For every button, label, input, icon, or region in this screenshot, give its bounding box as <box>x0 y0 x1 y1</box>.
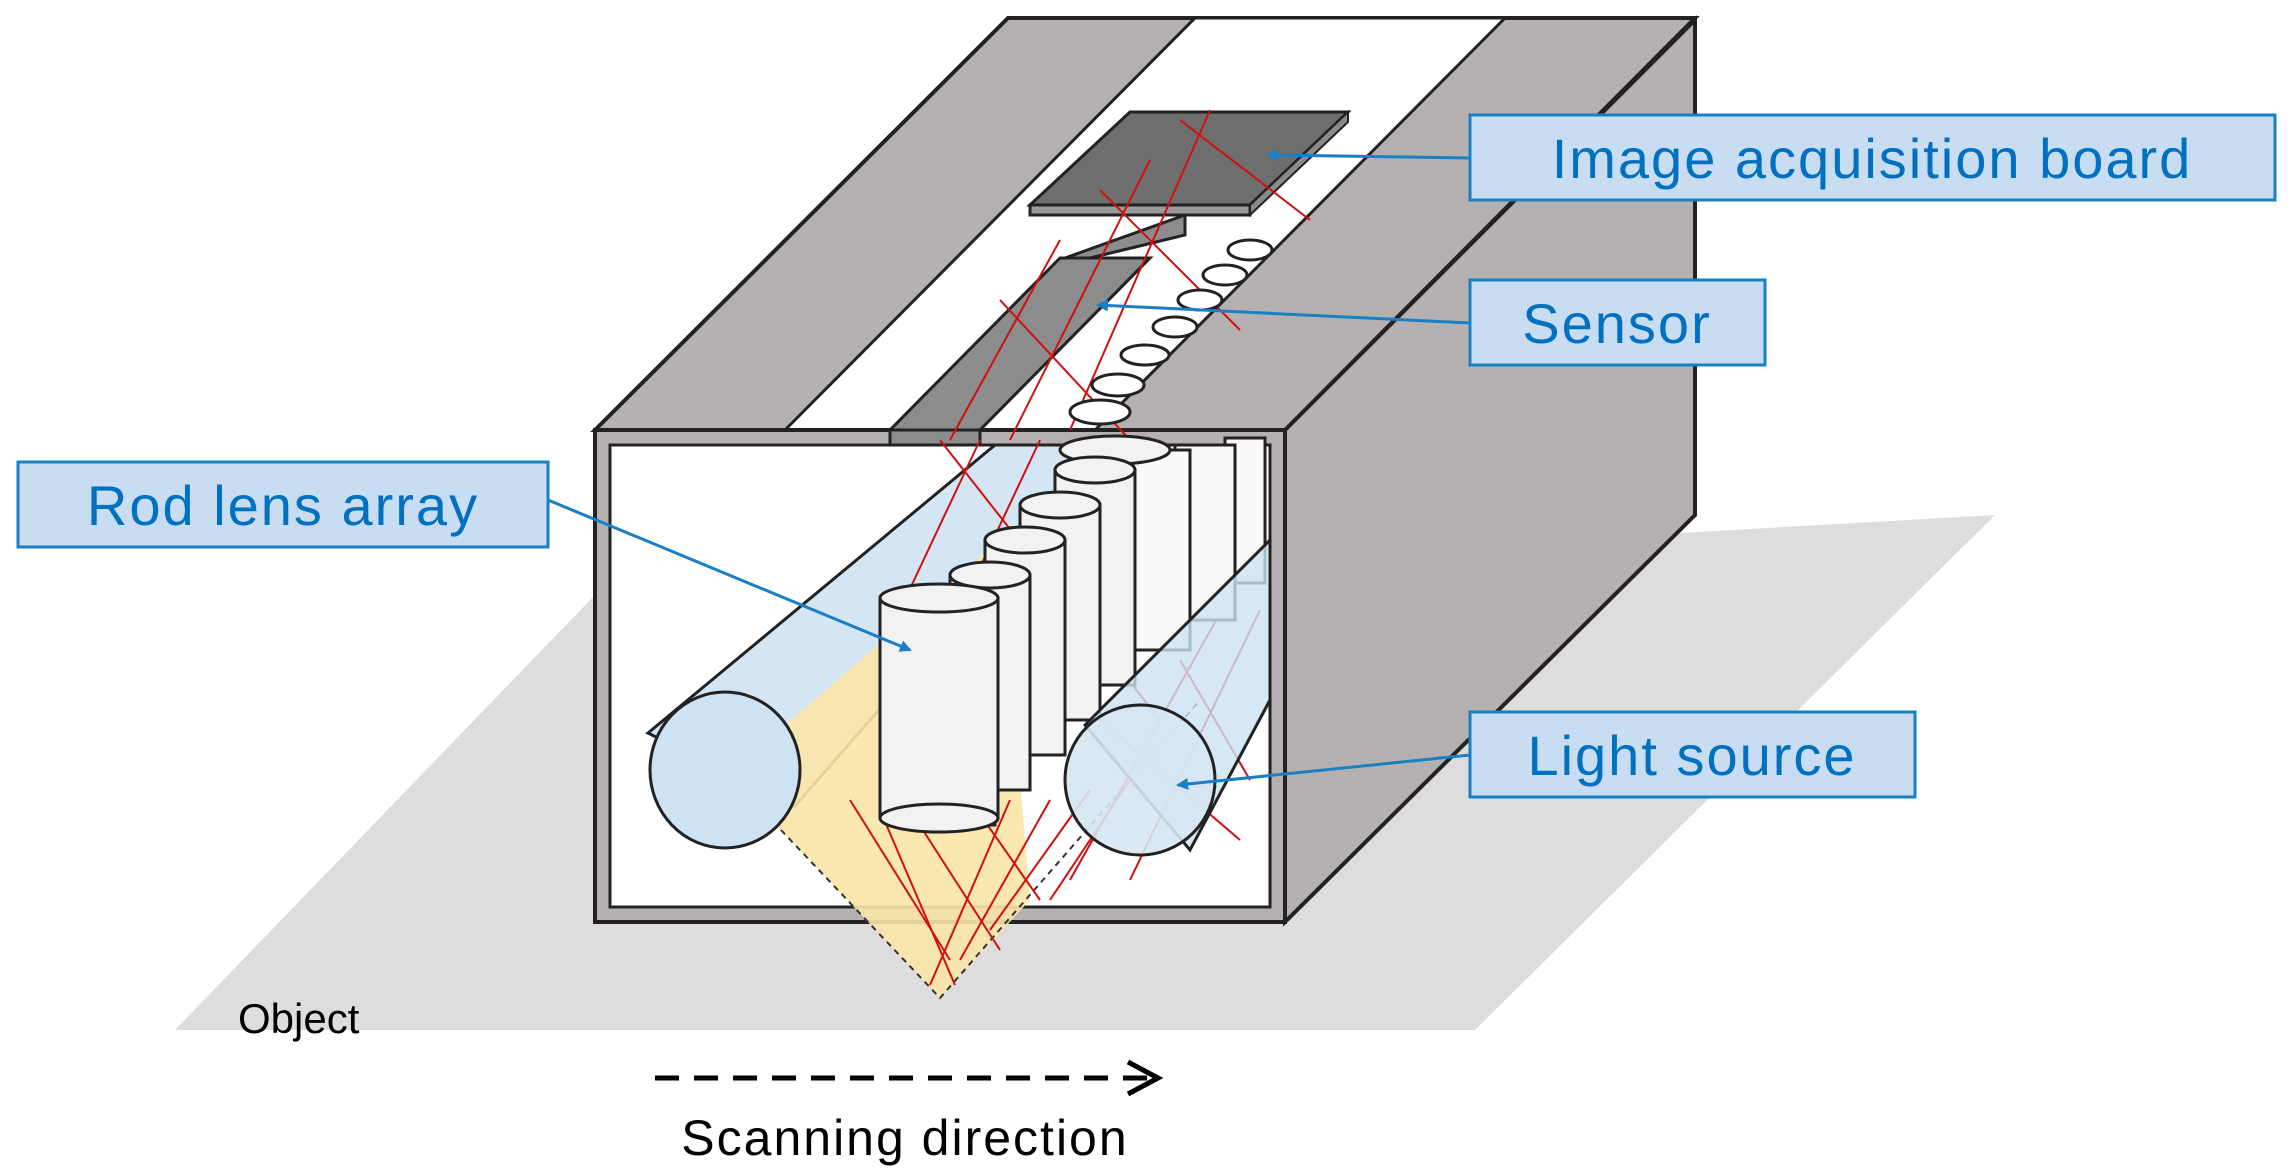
rod-lens-array <box>878 434 1267 834</box>
scanning-direction-label: Scanning direction <box>681 1110 1128 1166</box>
right-light-tube-end <box>1063 703 1217 857</box>
image-acquisition-board-side <box>1249 109 1349 218</box>
lens-tops-rear <box>1068 238 1274 426</box>
sensor-strip <box>1064 212 1187 260</box>
left-light-tube-end <box>648 690 802 850</box>
object-label: Object <box>238 995 360 1042</box>
scanning-arrow <box>655 1059 1164 1097</box>
callout-sensor-text: Sensor <box>1522 292 1711 355</box>
callout-light-source-text: Light source <box>1527 724 1856 787</box>
image-acquisition-board-edge <box>1028 203 1252 217</box>
callout-image-board-text: Image acquisition board <box>1552 127 2193 190</box>
callout-rod-lens-text: Rod lens array <box>87 474 479 537</box>
callout-rod-lens: Rod lens array <box>16 460 912 652</box>
callout-image-board: Image acquisition board <box>1266 113 2277 202</box>
callout-sensor: Sensor <box>1096 278 1767 367</box>
callout-light-source: Light source <box>1176 710 1917 799</box>
sensor-block-front <box>888 428 982 447</box>
